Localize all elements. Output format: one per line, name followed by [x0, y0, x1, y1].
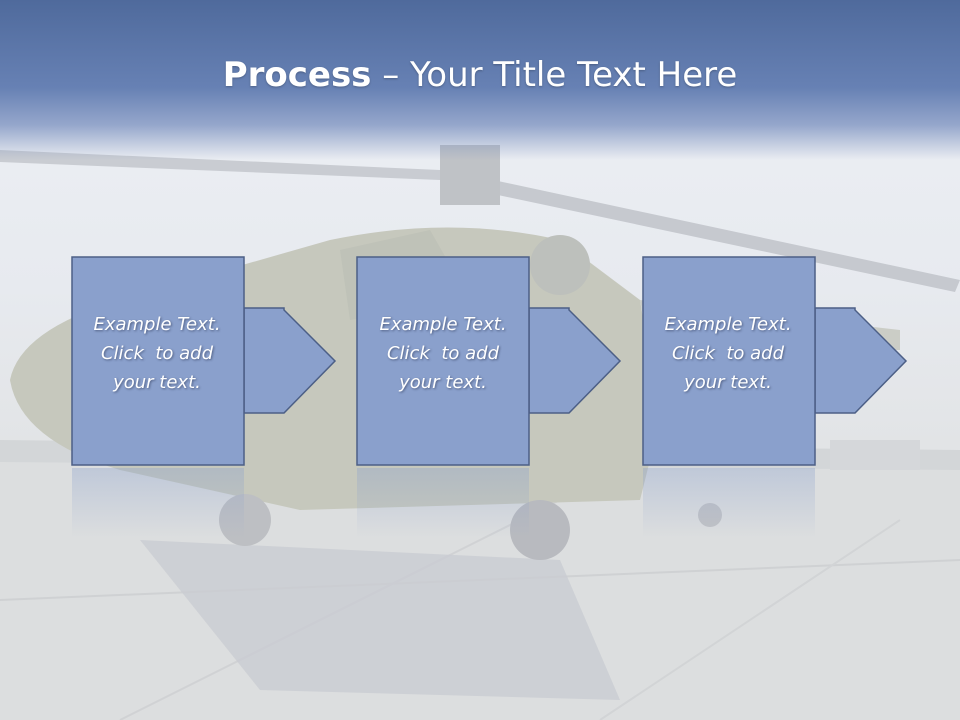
step-2-line-3: your text. [399, 372, 487, 393]
step-3-line-3: your text. [684, 372, 772, 393]
slide-title[interactable]: Process – Your Title Text Here [0, 52, 960, 98]
step-2-reflection [357, 468, 529, 538]
title-bold-text: Process [222, 55, 372, 95]
step-1-line-1: Example Text. [93, 314, 221, 335]
step-3-line-2: Click to add [671, 343, 784, 364]
step-1-line-2: Click to add [100, 343, 213, 364]
step-1-box[interactable] [71, 256, 245, 466]
step-1-reflection [72, 468, 244, 538]
process-step-1[interactable] [71, 256, 337, 538]
step-2-box[interactable] [356, 256, 530, 466]
step-3-box[interactable] [642, 256, 816, 466]
step-3-text[interactable]: Example Text. Click to add your text. [643, 310, 813, 397]
step-1-text[interactable]: Example Text. Click to add your text. [72, 310, 242, 397]
process-step-2[interactable] [356, 256, 622, 538]
step-2-line-1: Example Text. [379, 314, 507, 335]
right-arrow-icon [814, 307, 908, 414]
title-band [0, 0, 960, 160]
right-arrow-icon [243, 307, 337, 414]
step-2-line-2: Click to add [386, 343, 499, 364]
step-1-line-3: your text. [113, 372, 201, 393]
title-rest-text: – Your Title Text Here [371, 55, 738, 95]
step-2-text[interactable]: Example Text. Click to add your text. [358, 310, 528, 397]
step-3-reflection [643, 468, 815, 538]
process-step-3[interactable] [642, 256, 908, 538]
right-arrow-icon [528, 307, 622, 414]
step-3-line-1: Example Text. [664, 314, 792, 335]
